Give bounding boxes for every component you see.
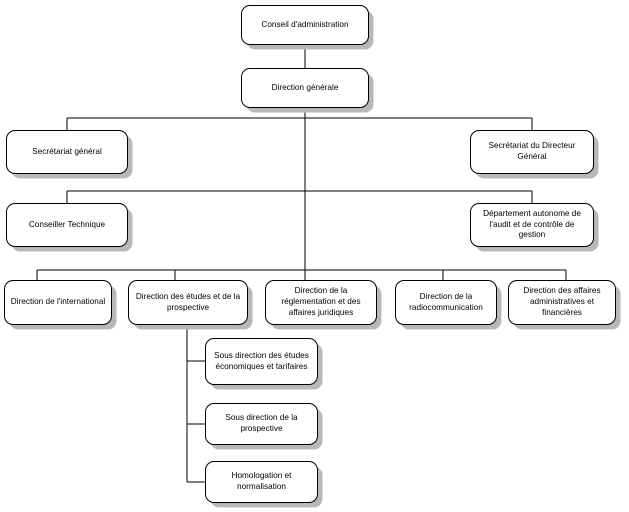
node-label: Département autonome de l'audit et de co… <box>483 208 581 240</box>
node-conseil-administration[interactable]: Conseil d'administration <box>241 5 369 45</box>
node-direction-international[interactable]: Direction de l'international <box>4 280 112 325</box>
node-label: Direction de la radiocommunication <box>409 291 483 312</box>
node-label: Secrétariat du Directeur Général <box>488 141 576 161</box>
node-sous-direction-etudes-economiques[interactable]: Sous direction des études économiques et… <box>205 338 318 385</box>
node-homologation-normalisation[interactable]: Homologation et normalisation <box>205 461 318 503</box>
node-label: Secrétariat général <box>32 146 102 156</box>
node-sous-direction-prospective[interactable]: Sous direction de la prospective <box>205 403 318 445</box>
node-label: Sous direction de la prospective <box>225 413 298 433</box>
node-direction-generale[interactable]: Direction générale <box>241 68 369 108</box>
node-direction-reglementation[interactable]: Direction de la réglementation et des af… <box>265 280 377 325</box>
node-label: Direction de l'international <box>10 297 106 307</box>
node-label: Sous direction des études économiques et… <box>214 350 309 371</box>
node-label: Direction générale <box>271 82 339 92</box>
node-direction-radiocommunication[interactable]: Direction de la radiocommunication <box>395 280 497 325</box>
node-label: Conseiller Technique <box>28 219 106 229</box>
node-direction-affaires-administratives[interactable]: Direction des affaires administratives e… <box>508 280 616 325</box>
node-secretariat-general[interactable]: Secrétariat général <box>6 130 128 174</box>
node-direction-etudes-prospective[interactable]: Direction des études et de la prospectiv… <box>128 280 248 325</box>
node-label: Direction des affaires administratives e… <box>523 286 601 317</box>
node-secretariat-directeur-general[interactable]: Secrétariat du Directeur Général <box>470 130 594 174</box>
node-departement-audit[interactable]: Département autonome de l'audit et de co… <box>470 203 594 247</box>
node-label: Direction des études et de la prospectiv… <box>135 291 241 312</box>
node-label: Homologation et normalisation <box>231 471 292 491</box>
node-label: Direction de la réglementation et des af… <box>281 286 361 317</box>
node-conseiller-technique[interactable]: Conseiller Technique <box>6 203 128 247</box>
node-label: Conseil d'administration <box>261 19 349 29</box>
